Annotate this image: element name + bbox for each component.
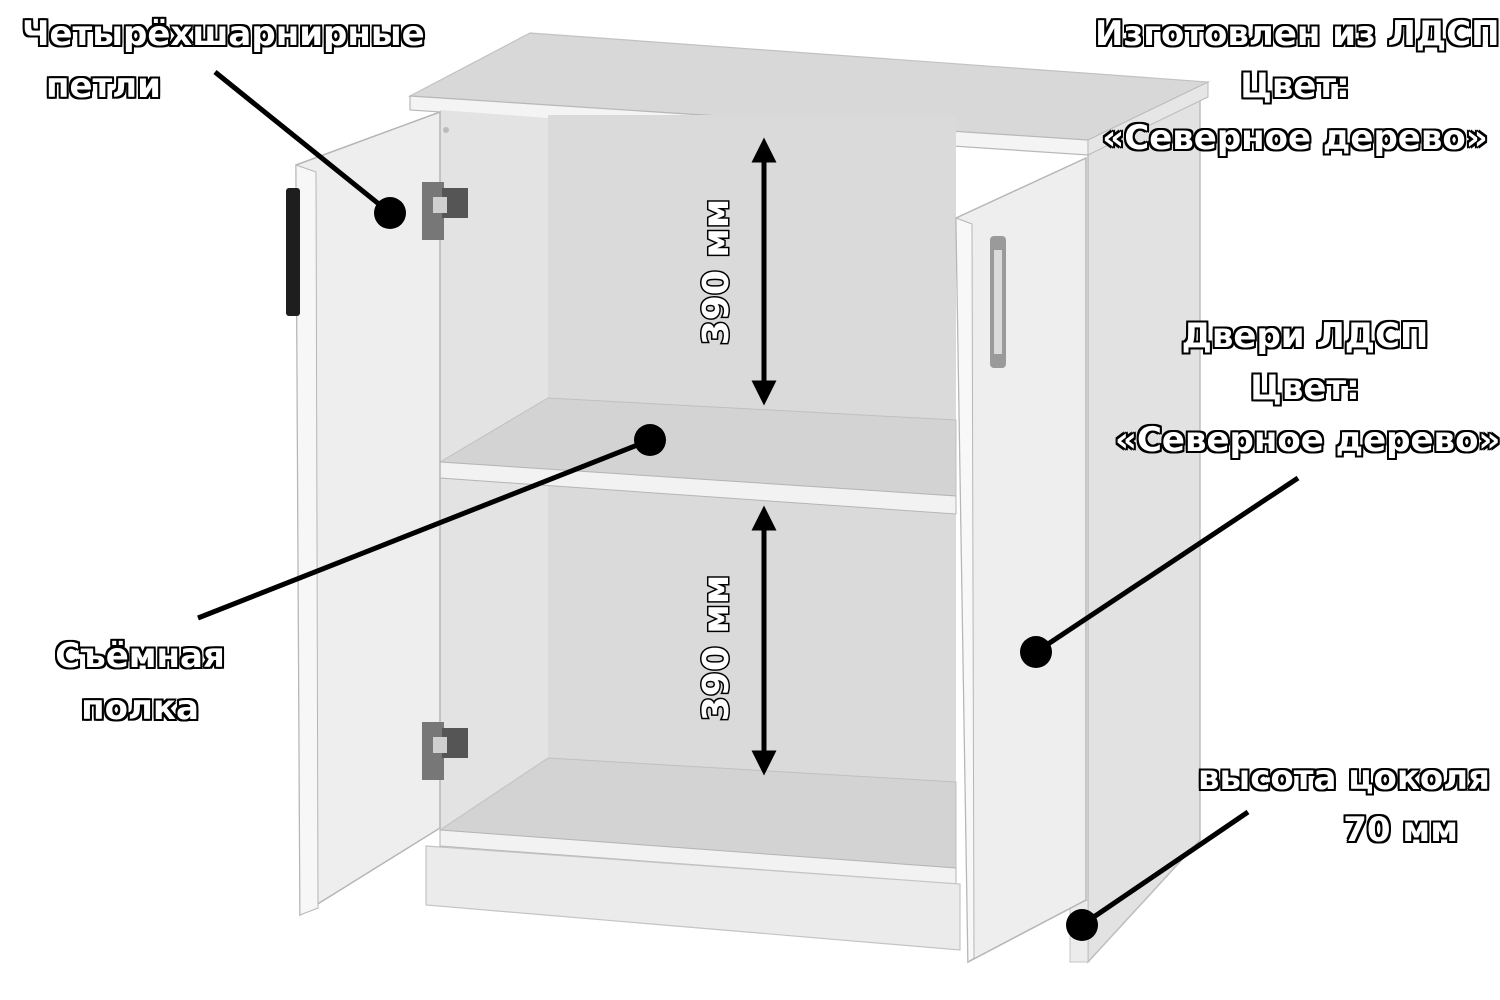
hinges-label: Четырёхшарнирные петли xyxy=(21,8,425,112)
door-marker-dot xyxy=(1020,636,1052,668)
right-door-handle-icon[interactable] xyxy=(990,236,1006,368)
material-label-line-3: «Северное дерево» xyxy=(1101,117,1488,159)
left-door[interactable] xyxy=(286,110,449,917)
doors-label: Двери ЛДСП Цвет: «Северное дерево» xyxy=(1114,310,1500,466)
hinges-label-line-2: петли xyxy=(45,65,162,107)
shelf-label-line-1: Съёмная xyxy=(54,635,225,677)
hinge-marker-dot xyxy=(374,197,406,229)
plinth-label-line-1: высота цоколя xyxy=(1197,757,1491,799)
doors-label-line-1: Двери ЛДСП xyxy=(1181,315,1429,357)
material-label: Изготовлен из ЛДСП Цвет: «Северное дерев… xyxy=(1094,8,1500,164)
left-door-handle-icon[interactable] xyxy=(286,188,300,316)
plinth-leader-line xyxy=(1080,809,1250,928)
plinth-label-line-2: 70 мм xyxy=(1342,809,1458,851)
shelf-marker-dot xyxy=(634,424,666,456)
shelf-label: Съёмная полка xyxy=(30,630,250,734)
doors-label-line-3: «Северное дерево» xyxy=(1114,419,1500,461)
bottom-hinge-icon xyxy=(422,722,468,780)
lower-dimension-label: 390 мм xyxy=(696,575,737,722)
upper-dimension-label: 390 мм xyxy=(696,199,737,346)
top-hinge-icon xyxy=(422,182,468,240)
doors-label-line-2: Цвет: xyxy=(1249,367,1360,409)
material-label-line-2: Цвет: xyxy=(1239,65,1350,107)
plinth-marker-dot xyxy=(1066,909,1098,941)
material-label-line-1: Изготовлен из ЛДСП xyxy=(1094,13,1500,55)
shelf-label-line-2: полка xyxy=(80,687,199,729)
shelf-leader-line xyxy=(197,437,651,621)
door-leader-line xyxy=(1034,475,1300,655)
right-door[interactable] xyxy=(955,156,1087,964)
cabinet-plinth xyxy=(425,845,961,951)
hinge-leader-line xyxy=(213,70,392,215)
hinges-label-line-1: Четырёхшарнирные xyxy=(21,13,425,55)
plinth-label: высота цоколя 70 мм xyxy=(1150,752,1491,856)
